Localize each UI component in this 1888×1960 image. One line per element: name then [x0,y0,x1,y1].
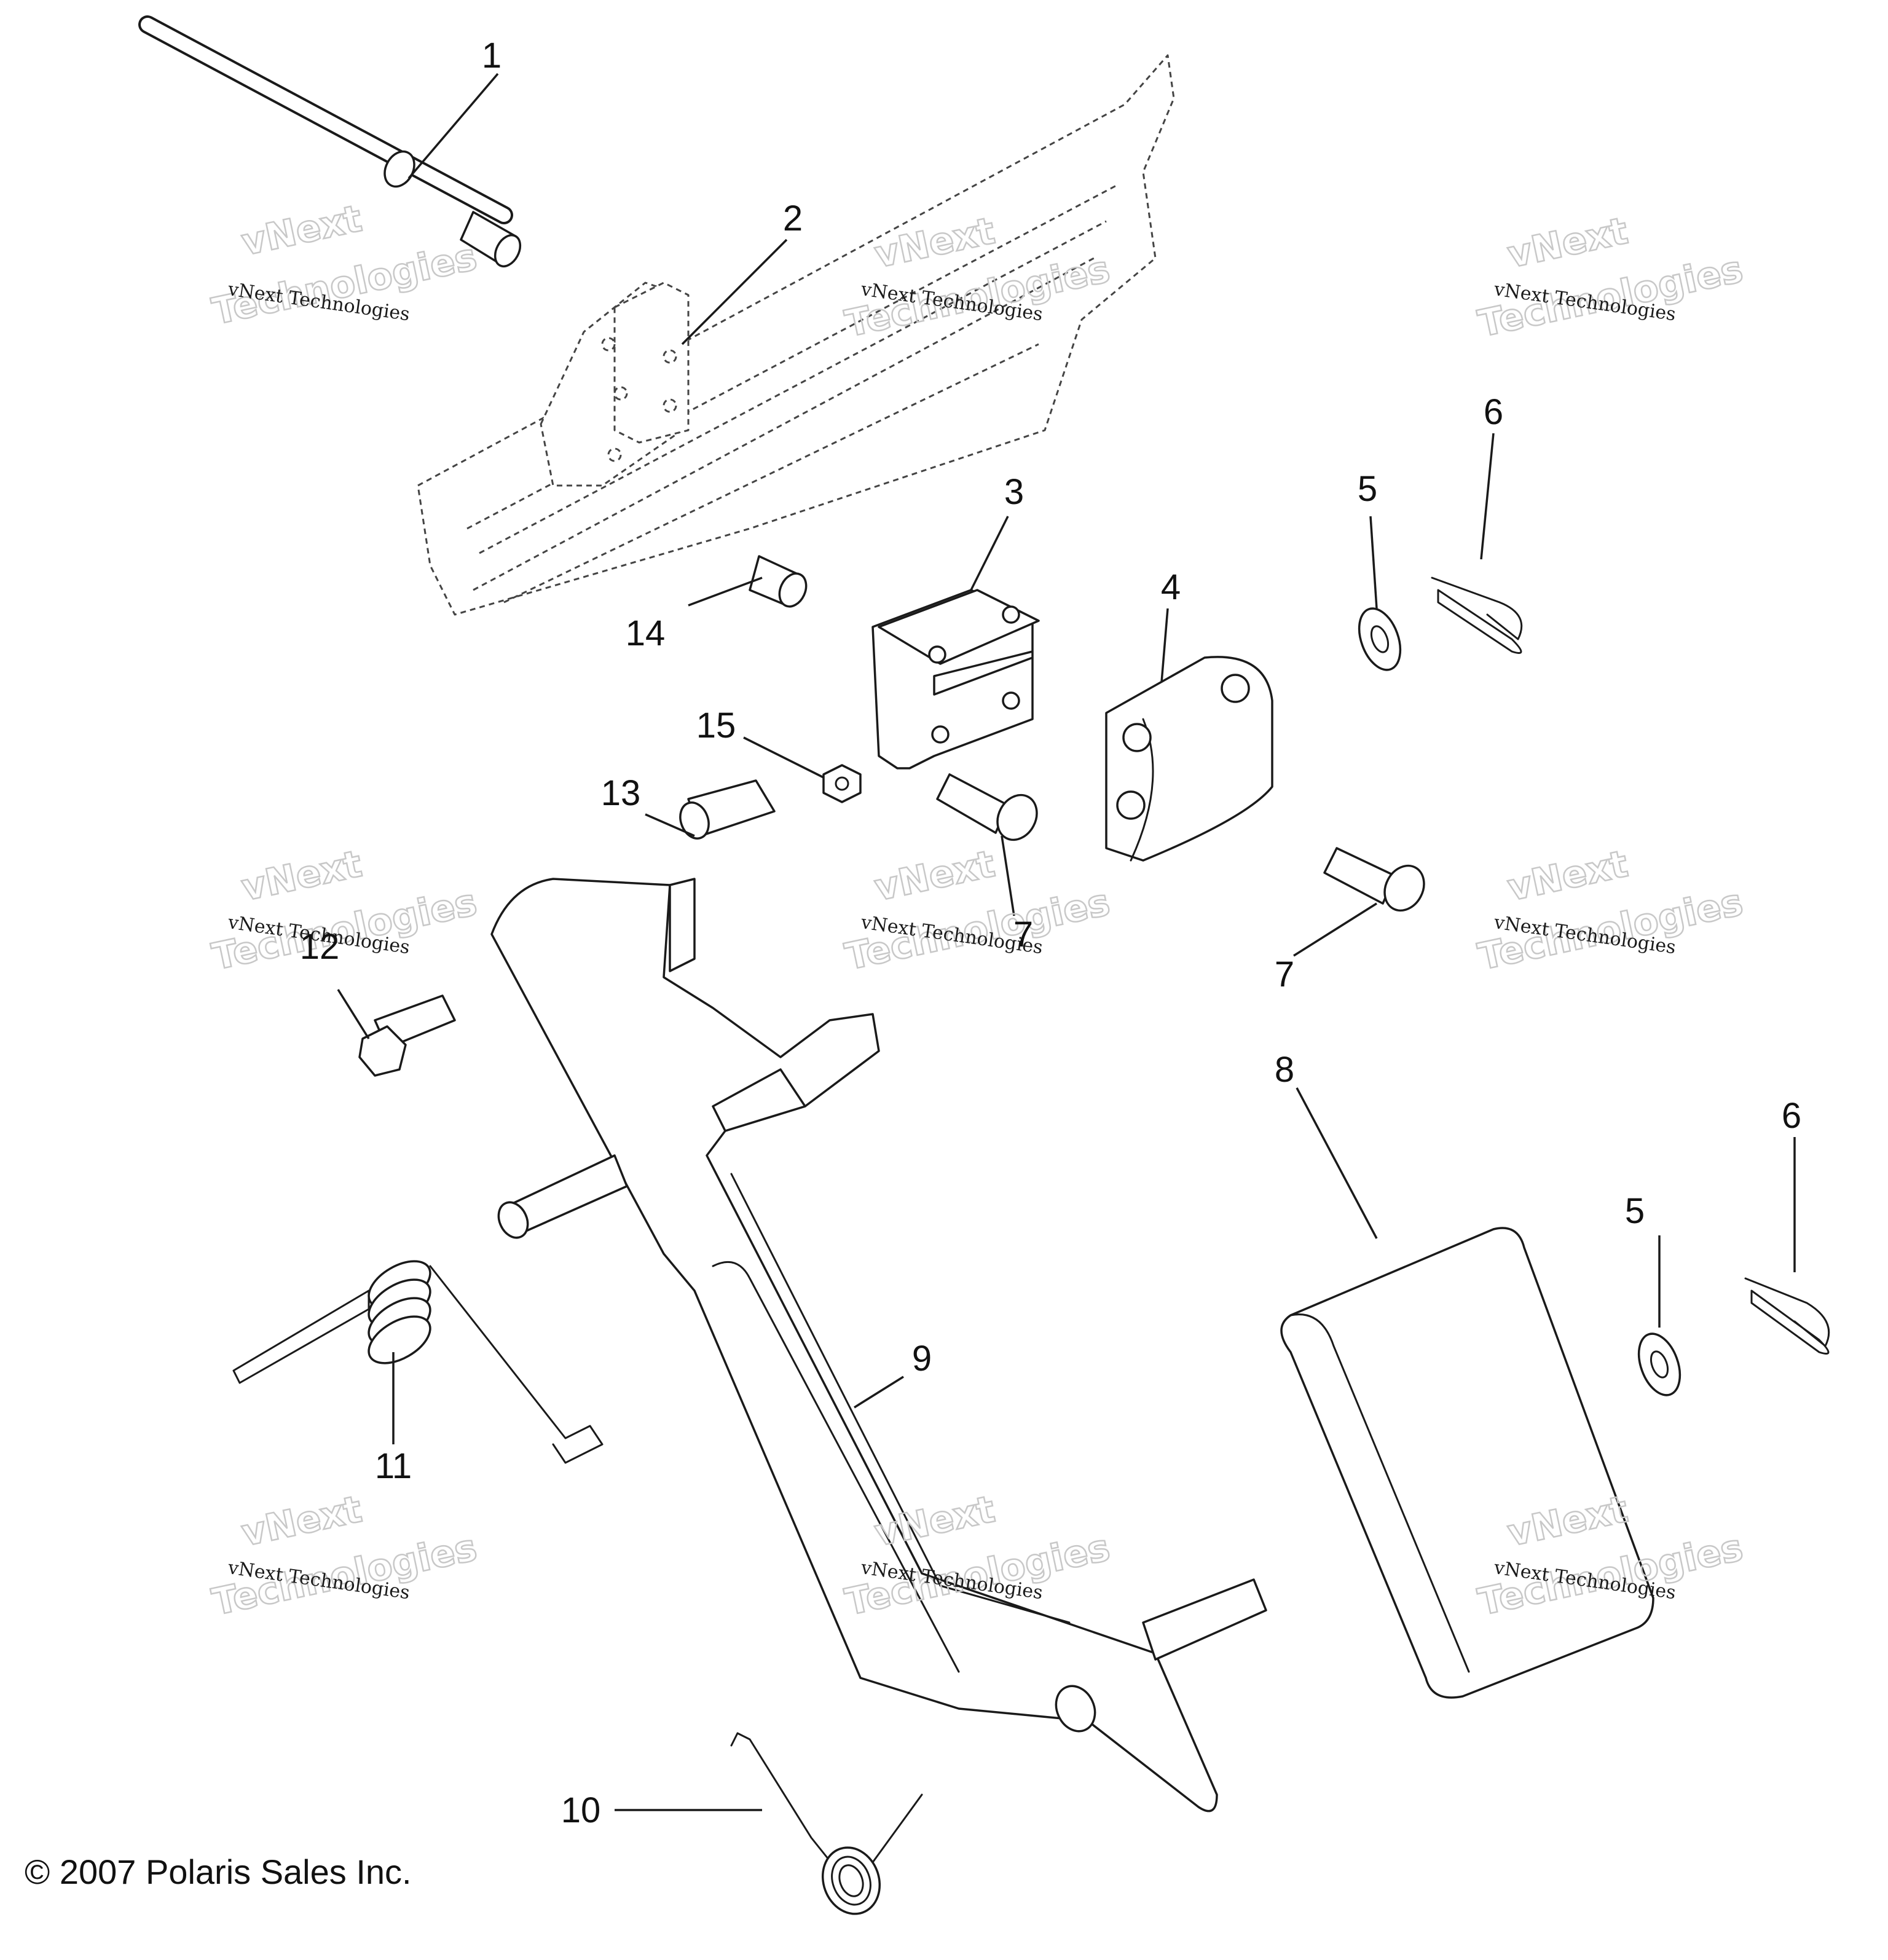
callout-5: 5 [1358,469,1377,509]
svg-text:vNext: vNext [871,843,999,910]
callout-15: 15 [696,706,736,746]
callout-11: 11 [375,1446,412,1486]
callout-4: 4 [1161,567,1181,607]
bracket-block-part [871,589,1040,769]
callout-2: 2 [783,199,803,238]
svg-text:vNext: vNext [238,197,366,265]
watermark: vNext Technologies [1474,208,1747,346]
cap-screw-part-lower [1323,847,1425,912]
cap-screw-part [936,773,1038,841]
pin-rod-part [138,15,522,268]
frame-rail-part [417,54,1175,616]
callout-13: 13 [601,773,641,813]
torsion-spring-part [232,1260,604,1464]
spacer-tube-part [679,779,776,840]
callout-8: 8 [1275,1050,1294,1090]
watermark: vNext Technologies [208,1487,481,1624]
callout-5-lower: 5 [1625,1191,1645,1231]
callout-12: 12 [300,927,340,967]
bushing-part [749,555,808,608]
callout-1: 1 [482,36,502,76]
callout-7-lower: 7 [1275,954,1294,994]
copyright-notice: © 2007 Polaris Sales Inc. [25,1852,412,1891]
pedal-pad-part [1280,1227,1654,1699]
callout-6-lower: 6 [1782,1096,1801,1136]
svg-text:vNext: vNext [1504,210,1632,277]
hex-bolt-part [358,994,456,1077]
callout-6: 6 [1484,392,1503,432]
nut-part [822,764,862,803]
watermark: vNext Technologies [841,841,1114,979]
svg-text:vNext: vNext [238,843,366,910]
washer-part-lower [1637,1332,1682,1396]
watermark: vNext Technologies [1474,841,1747,979]
callout-14: 14 [626,613,666,653]
return-spring-part [730,1732,923,1915]
callout-7: 7 [1013,915,1033,954]
housing-block-part [1105,656,1273,862]
callout-3: 3 [1004,472,1024,512]
svg-text:vNext: vNext [238,1488,366,1556]
washer-part [1358,607,1402,671]
callout-labels: 1 2 3 4 5 6 7 7 8 9 10 11 12 13 14 15 5 … [300,36,1801,1830]
hitch-clip-part-lower [1744,1277,1830,1355]
hitch-clip-part [1431,577,1523,654]
svg-text:vNext: vNext [1504,843,1632,910]
callout-10: 10 [561,1790,601,1830]
pedal-lever-part [490,878,1267,1812]
svg-text:vNext: vNext [871,1488,999,1556]
leader-lines [337,73,1796,1811]
callout-9: 9 [912,1339,932,1379]
